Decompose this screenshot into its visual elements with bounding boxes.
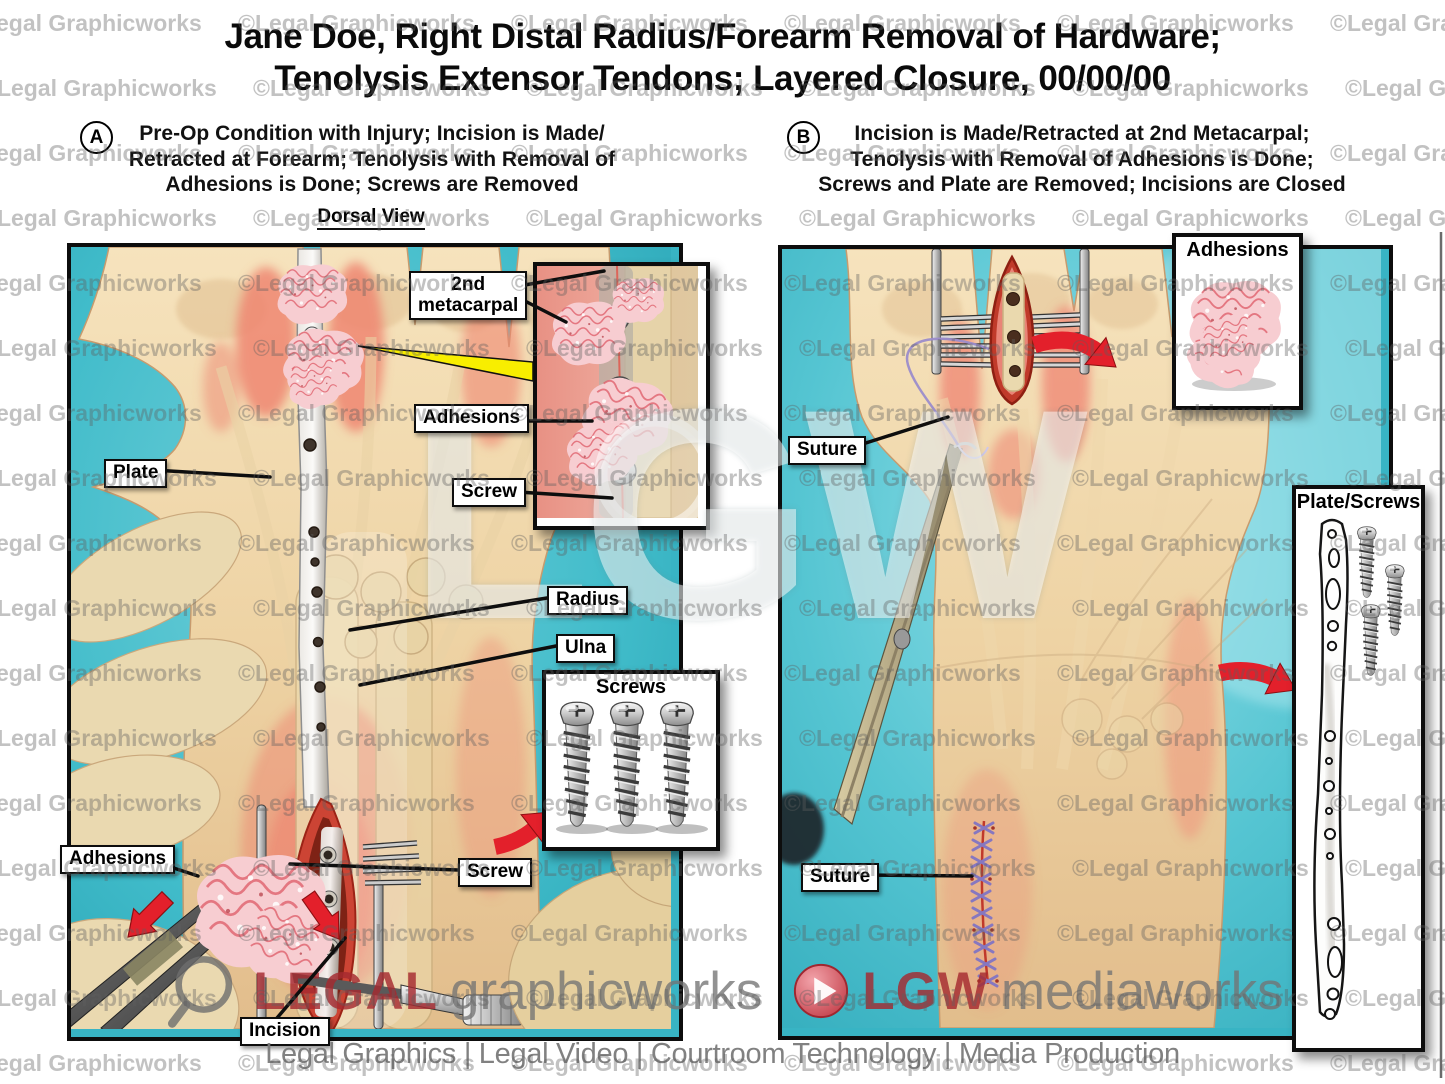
adhesions-inset: Adhesions	[1172, 233, 1303, 410]
empty-bone-holes	[1006, 292, 1021, 377]
needle-holder	[833, 442, 978, 826]
label-adhesions-bottom: Adhesions	[60, 845, 176, 874]
label-incision: Incision	[240, 1017, 330, 1046]
section-b-badge: B	[787, 121, 820, 154]
label-screw-bottom: Screw	[458, 858, 532, 887]
section-a-heading: Pre-Op Condition with Injury; Incision i…	[128, 122, 616, 197]
removed-screws	[556, 700, 708, 834]
magnified-incision-inset	[533, 262, 716, 535]
page-title: Jane Doe, Right Distal Radius/Forearm Re…	[224, 17, 1221, 98]
removed-plate-and-screws	[1313, 518, 1406, 1020]
removed-plate	[1313, 518, 1349, 1020]
plate-screws-inset-title: Plate/Screws	[1296, 491, 1421, 513]
label-2nd-metacarpal: 2nd metacarpal	[409, 271, 528, 321]
watermark-tile: ©Legal Graphicworks	[511, 1050, 748, 1076]
label-suture-bottom: Suture	[801, 863, 880, 892]
watermark-tile: ©Legal Graphicworks	[238, 1050, 475, 1076]
footer-tagline: Legal Graphics | Legal Video | Courtroom…	[265, 1038, 1180, 1070]
curved-arrow-to-adhesions-inset	[1031, 331, 1127, 381]
sutured-incision	[970, 820, 999, 988]
label-adhesions-top: Adhesions	[414, 404, 530, 433]
label-plate: Plate	[104, 459, 168, 488]
watermark-tile: ©Legal Graphicworks	[1057, 1050, 1294, 1076]
label-screw-top: Screw	[452, 478, 526, 507]
adhesions-inset-title: Adhesions	[1186, 239, 1289, 261]
curved-arrow-to-screws-inset	[493, 798, 563, 855]
watermark-tile: ©Legal Graphicworks	[1330, 1050, 1445, 1076]
plate-screws-inset: Plate/Screws	[1292, 485, 1425, 1052]
removed-screws-small	[1356, 525, 1406, 677]
magnifier-glass-highlight	[594, 413, 716, 535]
screws-inset-title: Screws	[595, 676, 667, 698]
label-radius: Radius	[547, 586, 629, 615]
magnified-incision-scene	[537, 265, 716, 535]
watermark-tile: ©Legal Graphicworks	[1345, 205, 1445, 231]
removed-adhesions	[1176, 262, 1291, 396]
watermark-tile: ©Legal Graphicworks	[1072, 205, 1309, 231]
metacarpal-incision	[989, 254, 1035, 406]
screws-inset: Screws	[542, 670, 720, 851]
curved-arrow-to-plate-inset	[1218, 662, 1304, 706]
label-suture-top: Suture	[788, 436, 867, 465]
carpal-bones-faint	[1061, 698, 1184, 780]
watermark-tile: ©Legal Graphicworks	[799, 205, 1036, 231]
bone-sketch-lines	[931, 498, 1268, 720]
section-a-badge: A	[80, 121, 113, 154]
watermark-tile: ©Legal Graphicworks	[784, 1050, 1021, 1076]
label-ulna: Ulna	[556, 634, 616, 663]
instrument-shadow	[782, 793, 824, 865]
section-b-heading: Incision is Made/Retracted at 2nd Metaca…	[818, 122, 1346, 197]
watermark-tile: ©Legal Graphicworks	[0, 1050, 202, 1076]
dorsal-view-label: Dorsal View	[67, 206, 675, 230]
